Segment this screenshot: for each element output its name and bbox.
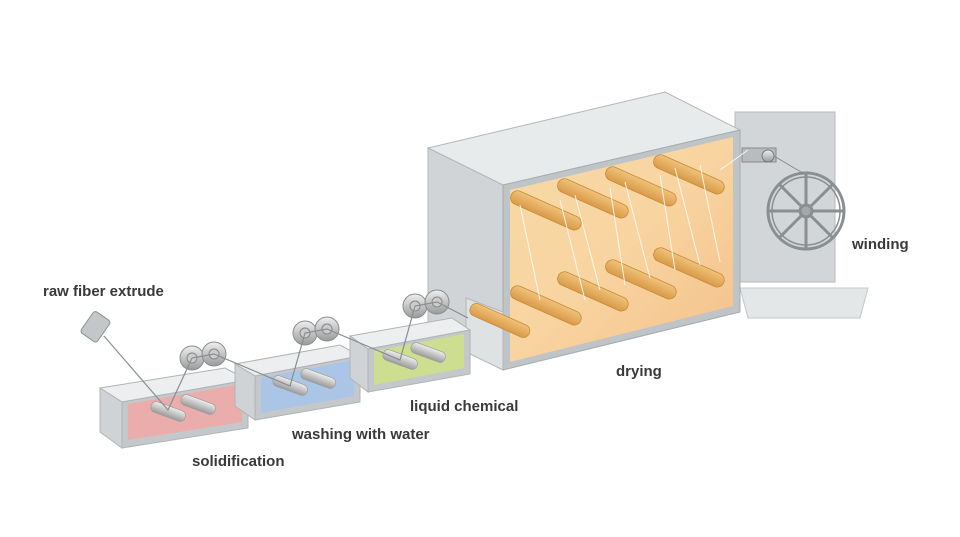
winding-guide bbox=[741, 147, 807, 176]
label-solidification: solidification bbox=[192, 453, 285, 470]
chemical-bath bbox=[348, 289, 472, 394]
fiber-path bbox=[103, 301, 469, 412]
label-washing-with-water: washing with water bbox=[292, 426, 430, 443]
label-raw-fiber-extrude: raw fiber extrude bbox=[43, 283, 164, 300]
washing-bath bbox=[233, 316, 362, 421]
label-drying: drying bbox=[616, 363, 662, 380]
dryer-rollers bbox=[510, 154, 725, 326]
winding-unit bbox=[734, 111, 869, 319]
drying-oven bbox=[426, 91, 749, 371]
extruder-nozzle bbox=[80, 311, 111, 343]
winding-reel bbox=[766, 171, 846, 251]
label-liquid-chemical: liquid chemical bbox=[410, 398, 519, 415]
label-winding: winding bbox=[852, 236, 909, 253]
dryer-fibers bbox=[519, 149, 749, 301]
